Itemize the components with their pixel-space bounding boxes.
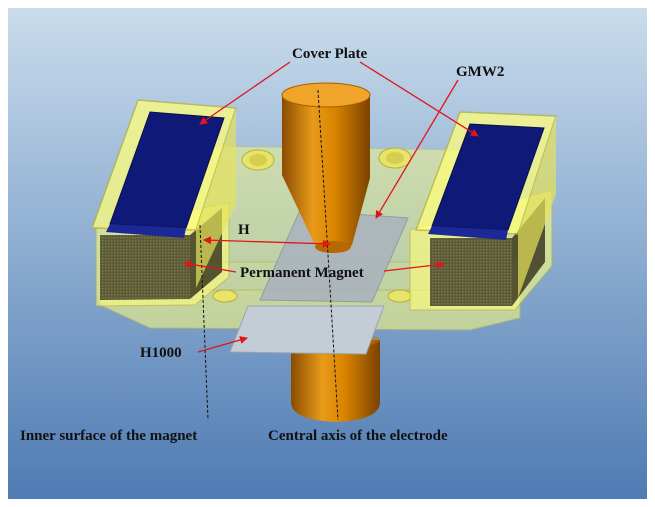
arrow-magnet-right [383, 260, 445, 272]
central-axis-line [317, 89, 339, 421]
label-h: H [238, 222, 250, 238]
h1000-plate [229, 305, 385, 355]
arrow-h1000 [197, 336, 248, 353]
upper-electrode [281, 82, 371, 253]
arrow-cover-plate-left [199, 61, 291, 125]
arrow-cover-plate-right [359, 61, 479, 137]
arrow-magnet-left [183, 260, 237, 273]
label-central-axis: Central axis of the electrode [268, 428, 448, 444]
left-magnet-block [90, 99, 238, 307]
inner-surface-line [199, 224, 209, 421]
label-h1000: H1000 [140, 345, 182, 361]
annotation-arrows [183, 61, 479, 353]
arrow-h-dimension [203, 236, 331, 248]
label-inner-surface: Inner surface of the magnet [20, 428, 197, 444]
label-permanent-magnet: Permanent Magnet [240, 265, 364, 281]
label-gmw2: GMW2 [456, 64, 504, 80]
right-magnet-block [409, 111, 558, 311]
label-cover-plate: Cover Plate [292, 46, 367, 62]
arrow-gmw2 [375, 79, 459, 219]
